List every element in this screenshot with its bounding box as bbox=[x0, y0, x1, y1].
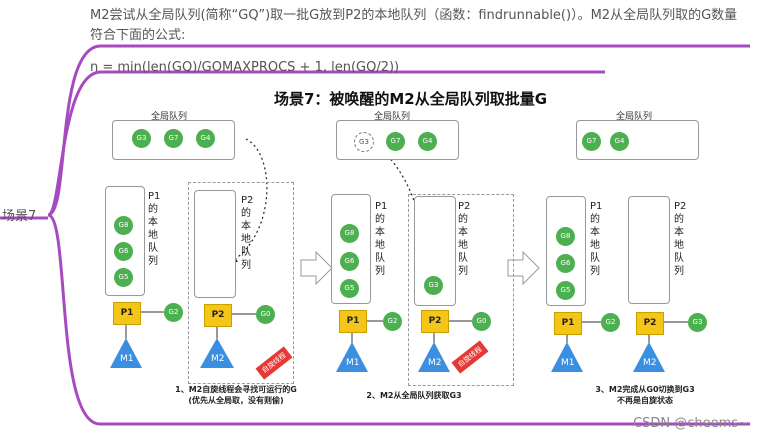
goroutine: G8 bbox=[556, 227, 575, 246]
p2-group bbox=[408, 194, 514, 386]
watermark: CSDN @cheems~ bbox=[633, 416, 749, 431]
goroutine: G7 bbox=[164, 129, 183, 148]
m1-thread bbox=[110, 338, 142, 368]
goroutine: G5 bbox=[114, 268, 133, 287]
p1-processor: P1 bbox=[554, 312, 582, 335]
m1-label: M1 bbox=[120, 354, 134, 364]
m2-label: M2 bbox=[211, 354, 225, 364]
goroutine: G4 bbox=[196, 129, 215, 148]
m1-thread bbox=[551, 342, 583, 372]
diagram-title: 场景7：被唤醒的M2从全局队列取批量G bbox=[273, 90, 548, 108]
goroutine: G6 bbox=[556, 254, 575, 273]
goroutine-running: G2 bbox=[164, 303, 183, 322]
note-description: M2尝试从全局队列(简称“GQ”)取一批G放到P2的本地队列（函数：findru… bbox=[90, 8, 738, 43]
p2-local-queue bbox=[628, 196, 670, 304]
goroutine: G5 bbox=[556, 281, 575, 300]
goroutine: G4 bbox=[610, 132, 629, 151]
diagram-connectors bbox=[110, 138, 688, 372]
global-queue-label: 全局队列 bbox=[616, 112, 653, 122]
p1-processor: P1 bbox=[339, 310, 367, 333]
goroutine-running: G0 bbox=[472, 312, 491, 331]
goroutine: G3 bbox=[424, 276, 443, 295]
goroutine-running: G2 bbox=[383, 312, 402, 331]
global-queue-label: 全局队列 bbox=[151, 112, 188, 122]
panel-caption: 2、M2从全局队列获取G3 bbox=[366, 391, 462, 400]
p2-processor: P2 bbox=[421, 310, 449, 333]
m1-thread bbox=[336, 342, 368, 372]
goroutine: G4 bbox=[418, 132, 437, 151]
goroutine: G3 bbox=[132, 129, 151, 148]
goroutine-running: G0 bbox=[256, 305, 275, 324]
goroutine-running: G2 bbox=[601, 313, 620, 332]
goroutine-moved: G3 bbox=[354, 132, 374, 152]
goroutine: G8 bbox=[340, 224, 359, 243]
goroutine: G5 bbox=[340, 279, 359, 298]
p1-processor: P1 bbox=[113, 302, 141, 325]
m1-label: M1 bbox=[346, 358, 360, 368]
m2-thread bbox=[200, 338, 234, 368]
m2-thread bbox=[633, 342, 665, 372]
goroutine-running: G3 bbox=[688, 313, 707, 332]
m2-label: M2 bbox=[428, 358, 442, 368]
p2-processor: P2 bbox=[204, 304, 232, 327]
goroutine: G7 bbox=[386, 132, 405, 151]
mindmap-node-label[interactable]: 场景7 bbox=[2, 209, 37, 224]
p2-local-queue bbox=[194, 190, 236, 298]
goroutine: G6 bbox=[340, 252, 359, 271]
panel-caption: 1、M2自旋线程会寻找可运行的G(优先从全局取，没有则偷) bbox=[175, 385, 297, 405]
m1-label: M1 bbox=[561, 358, 575, 368]
p2-processor: P2 bbox=[636, 312, 664, 335]
m2-thread bbox=[418, 342, 450, 372]
global-queue-label: 全局队列 bbox=[374, 112, 411, 122]
note-formula: n = min(len(GQ)/GOMAXPROCS + 1, len(GQ/2… bbox=[90, 60, 400, 75]
goroutine: G7 bbox=[582, 132, 601, 151]
goroutine: G6 bbox=[114, 242, 133, 261]
p2-group bbox=[188, 182, 294, 384]
goroutine: G8 bbox=[114, 216, 133, 235]
m2-label: M2 bbox=[643, 358, 657, 368]
scheduler-diagram: 场景7：被唤醒的M2从全局队列取批量G bbox=[96, 84, 725, 405]
